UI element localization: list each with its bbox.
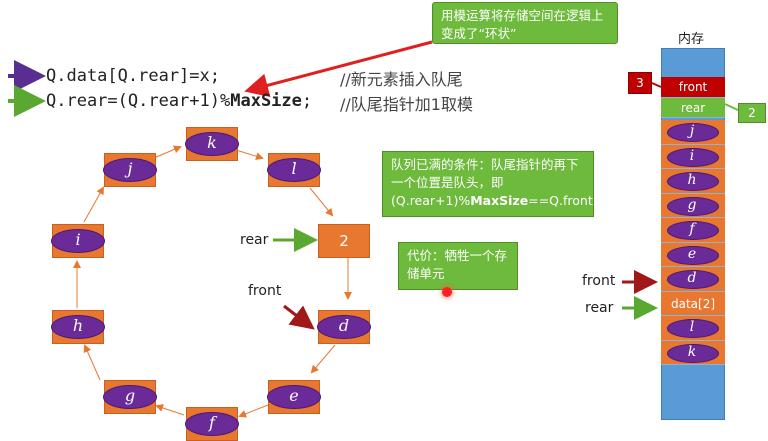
mem-cell-ellipse — [667, 172, 719, 191]
mem-rear-label: rear — [585, 300, 614, 316]
ring-node-empty: 2 — [318, 224, 370, 258]
mem-cell: g — [661, 193, 725, 218]
mem-cell-ellipse — [667, 221, 719, 240]
ring-node-g: g — [103, 380, 157, 414]
mem-cell: l — [661, 316, 725, 341]
ring-arrow — [153, 145, 182, 159]
front-badge-connector — [651, 82, 662, 88]
callout-pointer-arrow — [244, 40, 433, 98]
code-comment-rear-update: //队尾指针加1取模 — [340, 95, 473, 114]
mem-cell: f — [661, 218, 725, 243]
mem-cell-ellipse — [667, 123, 719, 142]
mem-cell-ellipse — [667, 270, 719, 289]
memory-title: 内存 — [678, 32, 705, 47]
mem-cell: d — [661, 267, 725, 292]
ring-front-label: front — [248, 283, 282, 299]
ring-arrow — [238, 404, 269, 418]
rear-badge-connector — [724, 103, 739, 111]
mem-cell: i — [661, 144, 725, 169]
ring-arrow — [155, 404, 185, 416]
mem-cell-label: k — [687, 343, 697, 360]
mem-cell-label: j — [689, 123, 695, 139]
ring-arrow — [83, 344, 101, 381]
mem-cell: j — [661, 120, 725, 145]
mem-cell: e — [661, 242, 725, 267]
ring-node-i: i — [51, 224, 105, 258]
laser-pointer-dot — [442, 287, 452, 297]
mem-cell-label: g — [687, 196, 697, 213]
mem-cell-label: f — [689, 221, 695, 237]
ring-node-h: h — [51, 310, 105, 344]
mem-cell-label: h — [687, 172, 697, 188]
ring-node-k: k — [185, 127, 239, 161]
ring-rear-label: rear — [240, 232, 269, 248]
ring-front-arrow — [283, 304, 315, 330]
callout-modulo: 用模运算将存储空间在逻辑上变成了“环状” — [432, 2, 618, 44]
ring-node-j: j — [103, 153, 157, 187]
rear-badge: 2 — [738, 103, 766, 123]
mem-cell-label: d — [687, 270, 697, 286]
mem-cell: h — [661, 169, 725, 194]
code-line-rear-update: Q.rear=(Q.rear+1)%MaxSize; — [46, 91, 313, 111]
ring-arrow — [309, 187, 334, 217]
callout-cost: 代价：牺牲一个存储单元 — [398, 242, 518, 290]
ring-arrow — [235, 149, 264, 161]
mem-cell-ellipse — [667, 343, 719, 363]
ring-node-d: d — [317, 310, 371, 344]
mem-cell-ellipse — [667, 245, 719, 265]
ring-node-f: f — [185, 407, 239, 441]
mem-cell-label: i — [689, 147, 695, 164]
front-badge: 3 — [628, 72, 652, 94]
ring-arrow — [310, 344, 336, 374]
mem-cell-ellipse — [667, 196, 719, 216]
mem-cell-label: data[2] — [670, 296, 716, 311]
mem-front-label: front — [582, 273, 616, 289]
mem-cell-rear: rear — [661, 98, 725, 118]
ring-arrow — [83, 186, 104, 223]
ring-node-l: l — [267, 153, 321, 187]
callout-full-condition: 队列已满的条件：队尾指针的再下一个位置是队头，即(Q.rear+1)%MaxSi… — [382, 151, 594, 217]
mem-cell: k — [661, 340, 725, 365]
code-line-insert: Q.data[Q.rear]=x; — [46, 66, 220, 86]
code-comment-insert: //新元素插入队尾 — [340, 70, 463, 89]
mem-cell: data[2] — [661, 291, 725, 316]
mem-cell-label: e — [687, 245, 697, 262]
mem-cell-ellipse — [667, 147, 719, 167]
mem-cell-label: l — [689, 319, 695, 335]
mem-cell-ellipse — [667, 319, 719, 338]
mem-cell-front: front — [661, 77, 725, 98]
ring-node-e: e — [267, 380, 321, 414]
